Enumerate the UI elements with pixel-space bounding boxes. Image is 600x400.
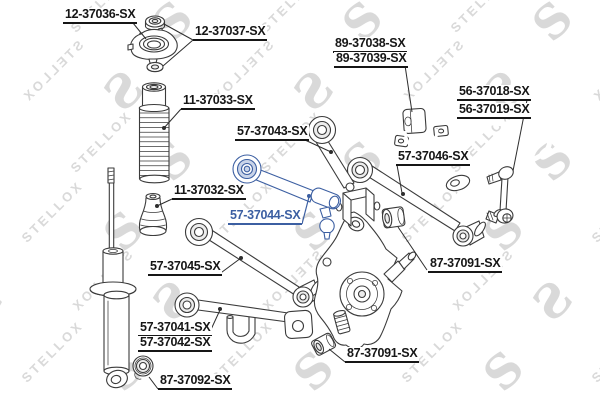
bump-stop-drawing [138,192,168,237]
strut-mount-drawing [127,15,178,73]
leader-lines [132,22,528,390]
highlighted-control-arm-44-drawing [232,154,342,240]
part-label-87-37091-sx: 87-37091-SX [428,257,503,273]
part-label-12-37036-sx: 12-37036-SX [63,8,138,24]
shock-absorber-drawing [89,167,137,389]
upper-arm-bracket-drawing [335,187,381,227]
part-label-89-37039-sx: 89-37039-SX [334,52,409,68]
part-label-87-37091-sx: 87-37091-SX [345,347,420,363]
bushing-87092-drawing [132,355,154,380]
bushing-87091-upper-drawing [381,206,406,229]
part-label-57-37046-sx: 57-37046-SX [396,150,471,166]
lateral-arm-46-drawing [346,156,486,247]
part-label-57-37042-sx: 57-37042-SX [138,336,213,352]
part-label-56-37018-sx: 56-37018-SX [457,85,532,101]
stabilizer-bar-drawing [294,61,552,192]
part-label-57-37043-sx: 57-37043-SX [235,125,310,141]
part-label-57-37045-sx: 57-37045-SX [148,260,223,276]
part-label-11-37033-sx: 11-37033-SX [181,94,255,110]
part-label-11-37032-sx: 11-37032-SX [172,184,246,200]
part-label-12-37037-sx: 12-37037-SX [193,25,268,41]
knuckle-drawing [311,211,417,356]
part-label-56-37019-sx: 56-37019-SX [457,103,532,119]
trailing-arm-41-drawing [174,292,314,344]
stabilizer-bushing-bracket-drawing [394,107,449,151]
dust-boot-drawing [138,82,170,184]
stabilizer-link-drawing [485,166,514,224]
lateral-arm-45-drawing [184,217,322,308]
part-label-57-37044-sx: 57-37044-SX [228,209,303,225]
part-label-87-37092-sx: 87-37092-SX [158,374,233,390]
